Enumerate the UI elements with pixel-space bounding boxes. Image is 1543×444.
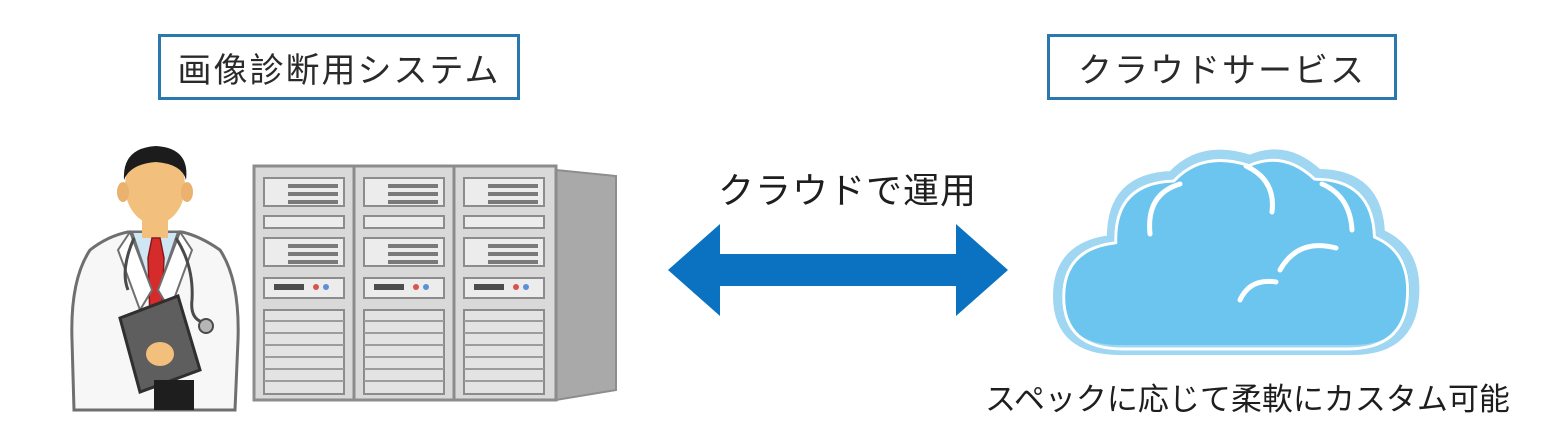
doctor-icon (70, 146, 240, 412)
cloud-service-label-box: クラウドサービス (1047, 34, 1397, 100)
cloud-service-label-text: クラウドサービス (1078, 50, 1366, 91)
cloud-caption: スペックに応じて柔軟にカスタム可能 (985, 382, 1510, 418)
system-label-box: 画像診断用システム (158, 34, 520, 100)
bidirectional-arrow-icon (668, 224, 1008, 316)
cloud-icon (1053, 149, 1420, 355)
server-rack-icon (252, 164, 617, 402)
server-unit-3 (452, 164, 558, 402)
server-unit-1 (252, 164, 356, 402)
connection-label: クラウドで運用 (718, 171, 978, 212)
system-label-text: 画像診断用システム (177, 50, 501, 91)
server-unit-2 (352, 164, 456, 402)
